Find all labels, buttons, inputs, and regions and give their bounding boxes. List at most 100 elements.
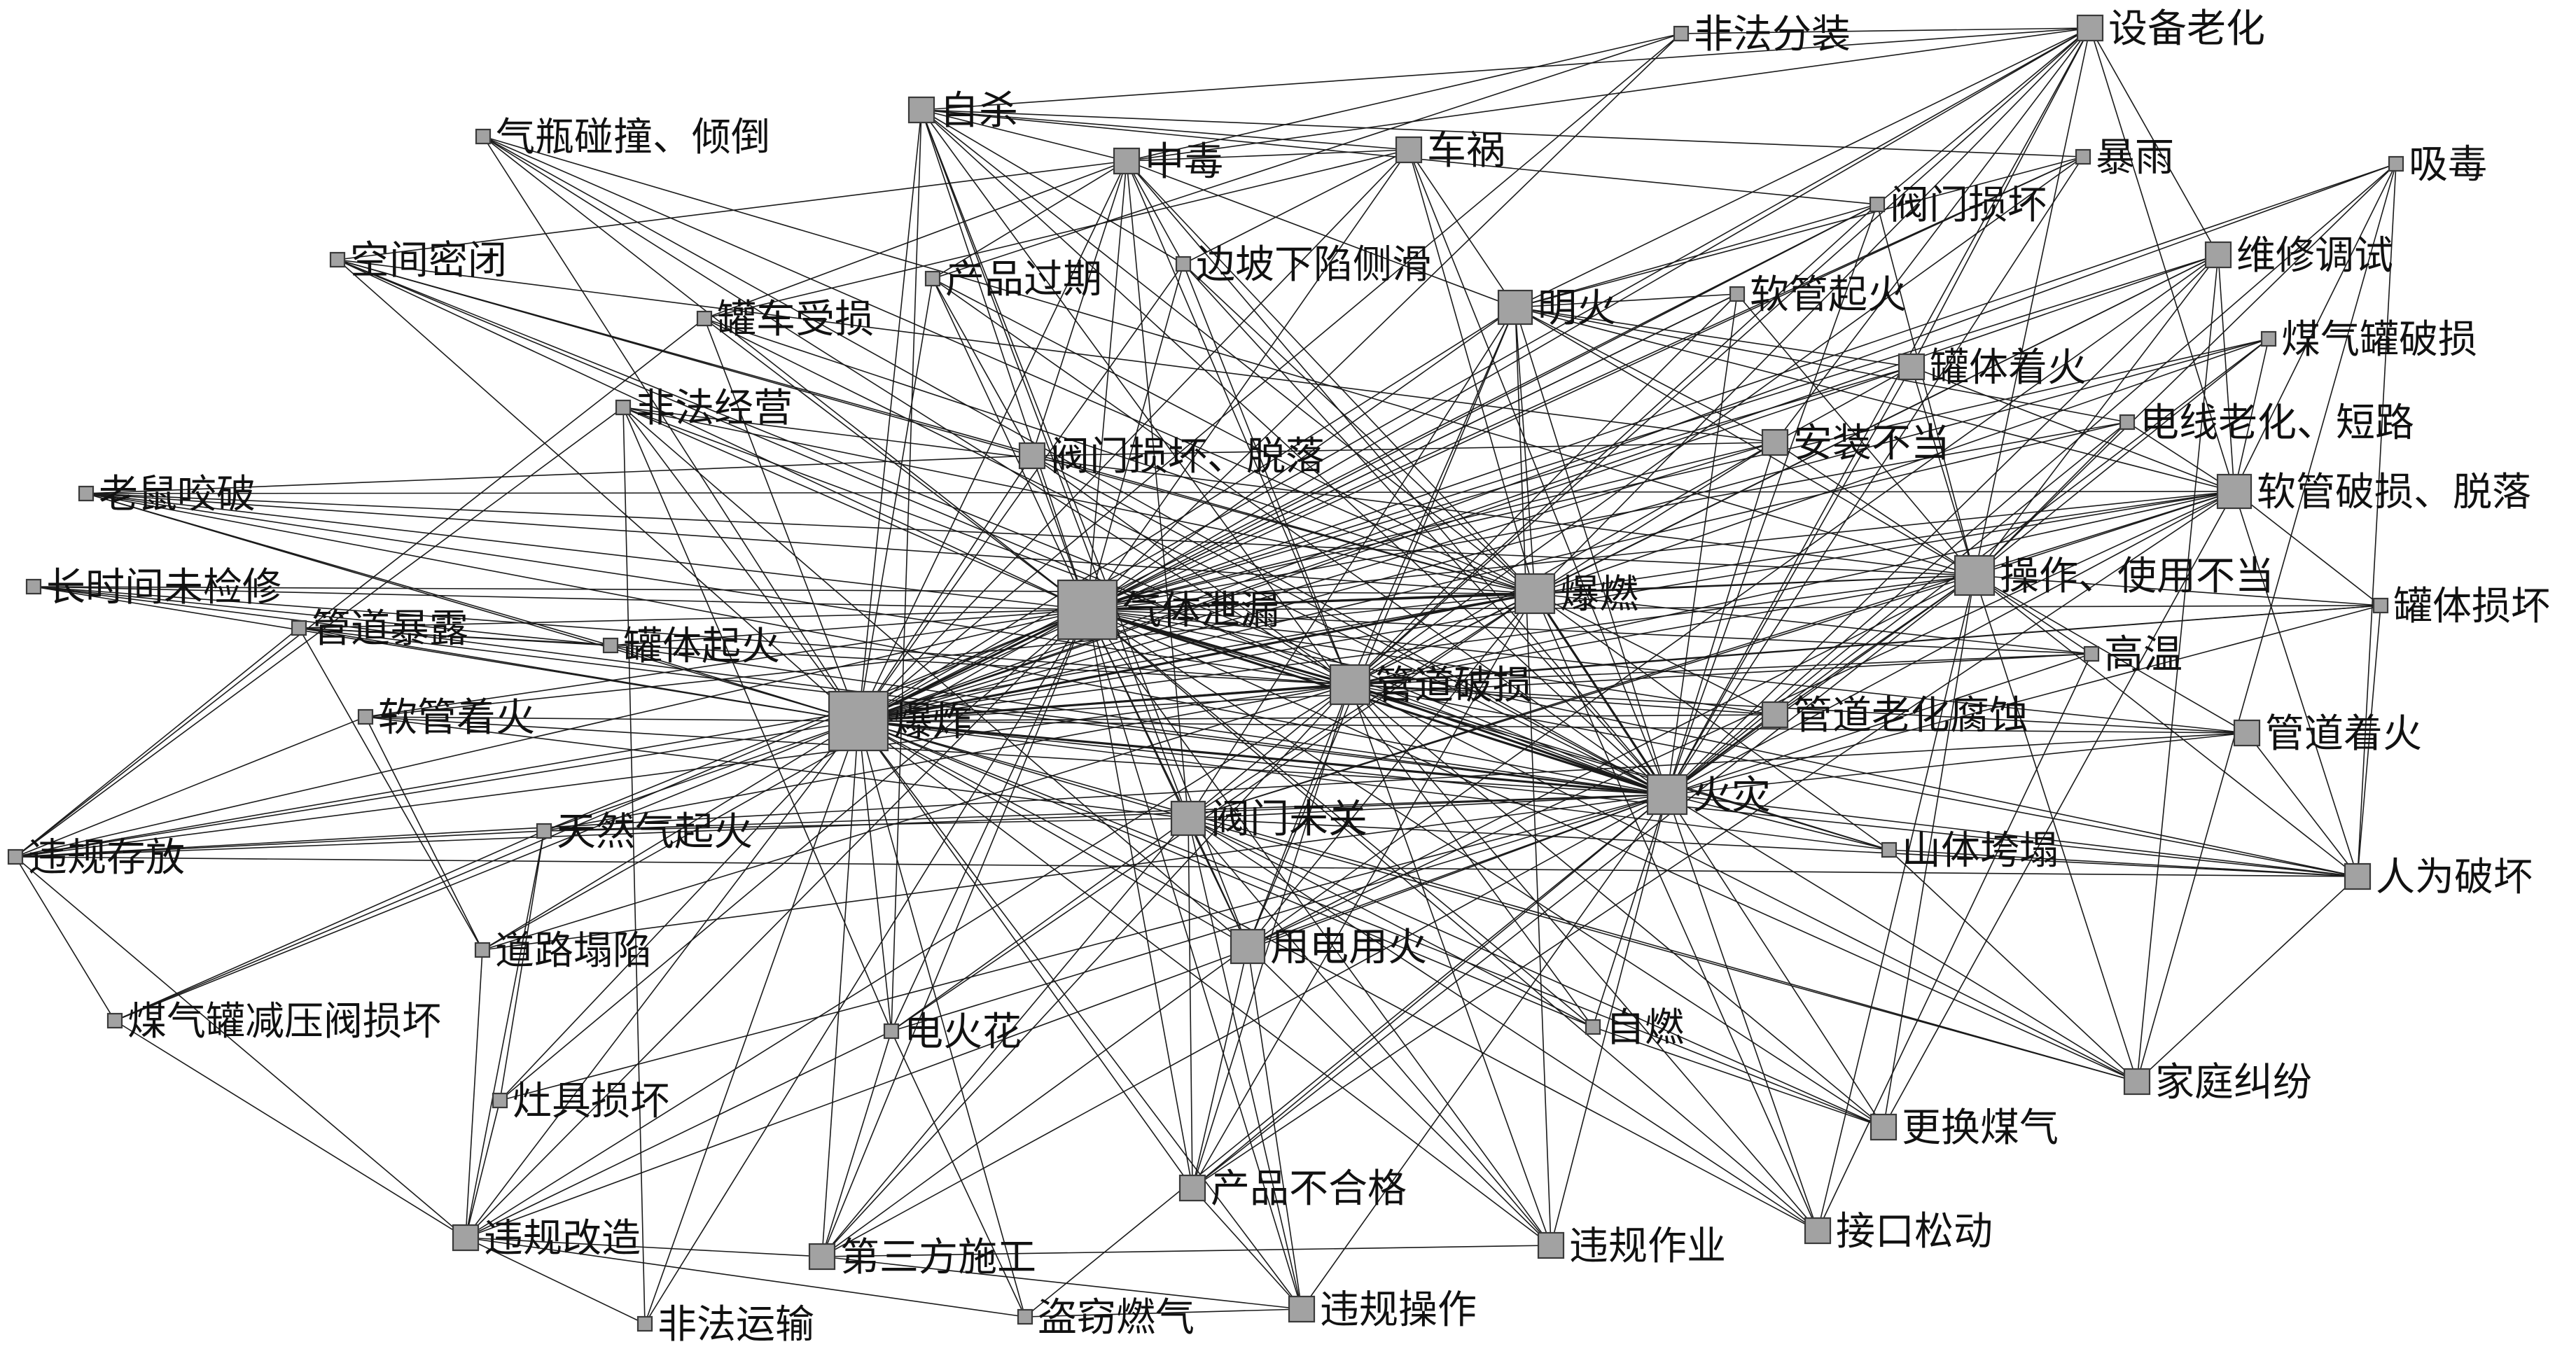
- node-valve-open: 阀门未关: [1170, 797, 1367, 842]
- edge-cylinder-damage-hose-damage: [2234, 338, 2269, 492]
- node-wire-aging: 电线老化、短路: [2119, 400, 2414, 446]
- edge-illegal-storage-illegal-business: [15, 407, 624, 858]
- node-car-accident: 车祸: [1395, 128, 1505, 174]
- node-marker: [475, 128, 492, 145]
- edge-family-dispute-landslide: [1888, 849, 2138, 1082]
- edge-slope-subsidence-pipe-damage: [1183, 263, 1351, 685]
- node-label: 灶具损坏: [513, 1079, 669, 1124]
- node-slope-subsidence: 边坡下陷侧滑: [1175, 242, 1431, 288]
- node-label: 明火: [1538, 286, 1616, 331]
- edge-sabotage-valve-open: [1188, 818, 2358, 877]
- edge-third-party-explosion: [821, 720, 859, 1257]
- edge-confined-space-gas-leak: [337, 259, 1088, 610]
- edge-illegal-storage-pipe-damage: [15, 684, 1351, 858]
- node-fire: 火灾: [1646, 773, 1771, 818]
- node-label: 天然气起火: [557, 809, 753, 855]
- edge-illegal-storage-hose-fire: [15, 716, 366, 858]
- node-marker: [1178, 1174, 1206, 1202]
- node-label: 管道老化腐蚀: [1793, 693, 2028, 739]
- edge-valve-open-open-flame: [1188, 307, 1516, 819]
- edge-confined-space-fire: [337, 259, 1668, 795]
- node-label: 产品过期: [945, 257, 1102, 302]
- edge-natural-gas-fire-explosion: [543, 720, 859, 832]
- edge-deflagration-hose-damage: [1534, 491, 2235, 594]
- edge-expired-product-valve-damage-fall: [932, 278, 1033, 456]
- node-marker: [329, 251, 346, 268]
- node-marker: [1729, 286, 1746, 302]
- edge-confined-space-improper-install: [337, 259, 1776, 443]
- edge-rat-bite-explosion: [85, 493, 859, 722]
- node-pipe-damage: 管道破损: [1329, 663, 1532, 708]
- edge-fire-hose-damage: [1666, 491, 2235, 795]
- edge-loose-joint-valve-open: [1188, 818, 1818, 1231]
- edge-hose-fire-explosion: [365, 716, 859, 722]
- edge-spontaneous-suicide: [921, 109, 1594, 1028]
- edge-landslide-fire: [1666, 794, 1890, 851]
- edge-gas-leak-electric-fire: [1087, 609, 1248, 947]
- edge-equipment-aging-suicide: [921, 27, 2091, 111]
- edge-tanker-damage-illegal-storage: [15, 318, 705, 858]
- node-electric-fire: 用电用火: [1230, 925, 1427, 970]
- edge-drug-use-sabotage: [2357, 163, 2397, 877]
- node-high-temp: 高温: [2083, 632, 2182, 678]
- node-marker: [1761, 701, 1789, 729]
- edge-explosion-open-flame: [858, 307, 1516, 722]
- node-label: 管道着火: [2265, 711, 2422, 757]
- edge-equipment-aging-hose-damage: [2089, 27, 2235, 492]
- node-label: 气瓶碰撞、倾倒: [496, 115, 770, 160]
- edge-car-accident-open-flame: [1408, 149, 1516, 308]
- edge-confined-space-explosion: [337, 259, 859, 722]
- edge-hose-ignite-pipe-damage: [1349, 293, 1738, 685]
- edge-third-party-electric-fire: [821, 946, 1248, 1257]
- node-label: 煤气罐破损: [2281, 317, 2477, 363]
- edge-improper-install-improper-op: [1774, 442, 1975, 576]
- edge-drug-use-gas-leak: [1087, 163, 2397, 610]
- edge-valve-damage-improper-op: [1877, 204, 1975, 576]
- node-marker: [924, 270, 941, 287]
- node-label: 盗窃燃气: [1038, 1295, 1195, 1341]
- node-label: 暴雨: [2096, 135, 2174, 181]
- edge-family-dispute-explosion: [858, 720, 2138, 1082]
- edge-maintenance-improper-op: [1974, 254, 2219, 576]
- edge-landslide-deflagration: [1534, 593, 1890, 851]
- node-label: 违规存放: [28, 835, 185, 881]
- node-marker: [883, 1023, 900, 1040]
- edge-poisoning-valve-damage-fall: [1031, 160, 1127, 456]
- node-marker: [1870, 1113, 1898, 1141]
- node-marker: [291, 620, 307, 636]
- node-label: 罐车受损: [717, 297, 874, 342]
- edge-hose-damage-electric-fire: [1247, 491, 2235, 947]
- node-hose-ignite: 软管起火: [1729, 272, 1907, 318]
- edge-family-dispute-pipe-damage: [1349, 684, 2138, 1082]
- edge-poisoning-car-accident: [1126, 149, 1409, 162]
- edge-poisoning-explosion: [858, 160, 1127, 722]
- edge-tank-fire-fire: [1666, 366, 1912, 795]
- node-maintenance: 维修调试: [2204, 233, 2393, 279]
- edge-equipment-aging-tank-fire: [1911, 27, 2091, 368]
- edge-cylinder-collision-improper-op: [482, 136, 1975, 576]
- edge-change-gas-improper-op: [1883, 575, 1975, 1128]
- edge-stove-damage-explosion: [499, 720, 859, 1101]
- edge-slope-subsidence-car-accident: [1183, 149, 1409, 265]
- node-marker: [2233, 719, 2261, 747]
- edge-valve-damage-fall-rat-bite: [85, 455, 1033, 494]
- node-label: 道路塌陷: [495, 928, 652, 974]
- edge-rat-bite-gas-leak: [85, 493, 1088, 610]
- edge-equipment-aging-deflagration: [1534, 27, 2091, 594]
- edge-illegal-modification-reducer-valve: [114, 1020, 466, 1238]
- edge-illegal-modification-fire: [465, 794, 1668, 1238]
- edge-pipe-fire-pipe-damage: [1349, 684, 2248, 734]
- edge-spontaneous-gas-leak: [1087, 609, 1594, 1028]
- node-deflagration: 爆燃: [1514, 572, 1638, 617]
- edge-stove-damage-natural-gas-fire: [499, 830, 545, 1101]
- node-open-flame: 明火: [1497, 286, 1616, 331]
- edge-car-accident-gas-leak: [1087, 149, 1409, 610]
- node-marker: [452, 1224, 480, 1252]
- edge-illegal-work-open-flame: [1515, 307, 1552, 1246]
- edge-tank-fire-hose-damage: [1911, 366, 2235, 492]
- node-label: 管道暴露: [312, 606, 468, 652]
- node-label: 罐体损坏: [2393, 584, 2550, 629]
- edge-family-dispute-drug-use: [2136, 163, 2397, 1082]
- node-hose-fire: 软管着火: [357, 695, 535, 741]
- edge-improper-op-electric-fire: [1247, 575, 1975, 947]
